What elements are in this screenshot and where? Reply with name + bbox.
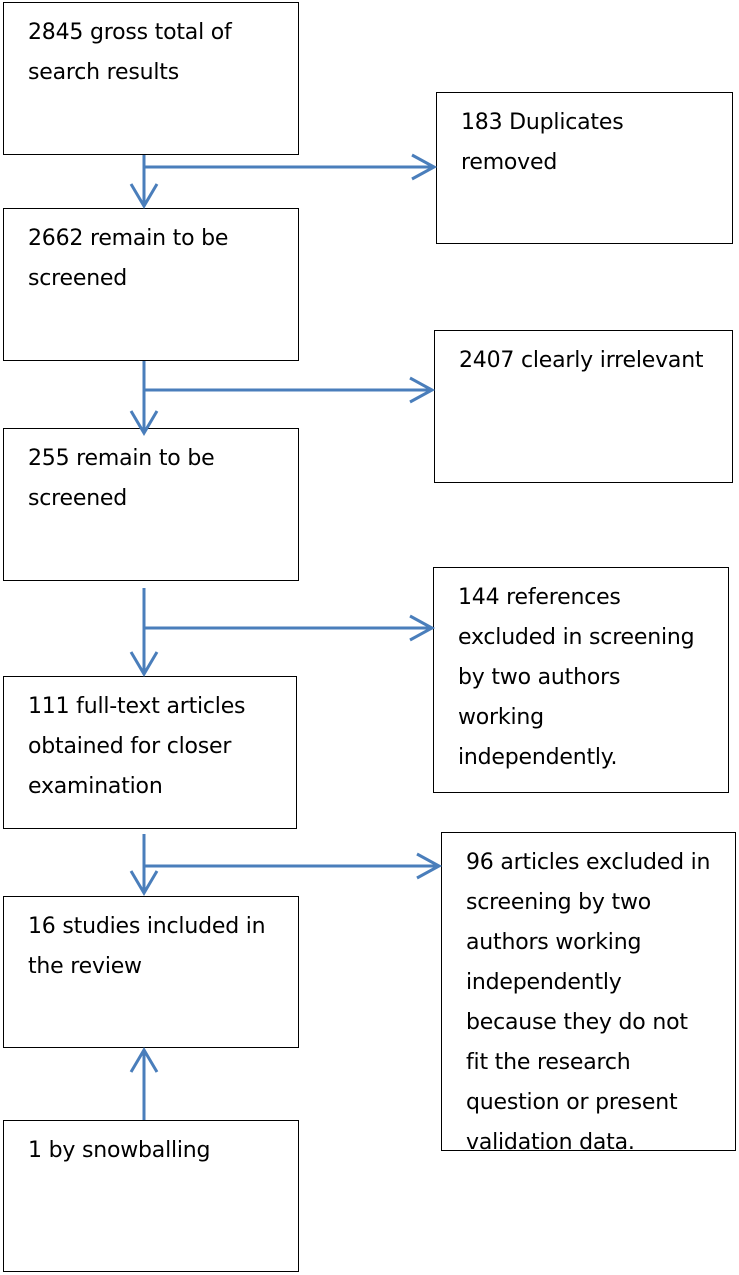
arrow-to-full-text xyxy=(129,588,159,677)
arrow-to-remain-2662 xyxy=(129,155,159,209)
box-references-excluded: 144 references excluded in screening by … xyxy=(433,567,729,793)
arrow-to-remain-255 xyxy=(129,361,159,436)
arrow-to-duplicates xyxy=(144,153,438,181)
box-search-results: 2845 gross total of search results xyxy=(3,2,299,155)
box-snowballing: 1 by snowballing xyxy=(3,1120,299,1272)
arrow-to-irrelevant xyxy=(144,376,436,404)
box-full-text-articles: 111 full-text articles obtained for clos… xyxy=(3,676,297,829)
arrow-to-references-excluded xyxy=(144,614,436,642)
box-articles-excluded: 96 articles excluded in screening by two… xyxy=(441,832,736,1155)
box-clearly-irrelevant: 2407 clearly irrelevant xyxy=(434,330,733,483)
arrow-to-articles-excluded xyxy=(144,852,443,880)
arrow-snowballing-to-included xyxy=(129,1047,159,1120)
box-studies-included: 16 studies included in the review xyxy=(3,896,299,1048)
arrow-to-studies-included xyxy=(129,834,159,896)
box-duplicates-removed: 183 Duplicates removed xyxy=(436,92,733,244)
box-remain-after-irrelevant: 255 remain to be screened xyxy=(3,428,299,581)
box-remain-after-duplicates: 2662 remain to be screened xyxy=(3,208,299,361)
